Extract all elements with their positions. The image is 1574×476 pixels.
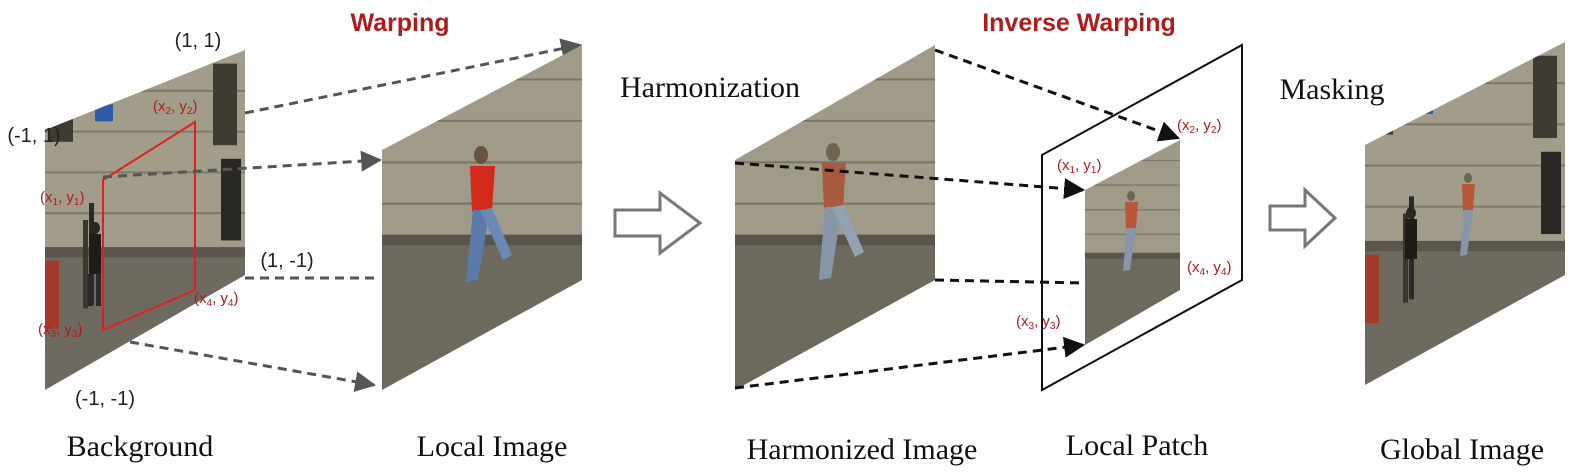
point-label-x3y3: (x3, y3) <box>38 321 82 340</box>
global-image-panel <box>1365 42 1565 385</box>
global-pedestrian-b-head <box>1406 207 1416 219</box>
hollow-right-arrow-icon <box>613 190 703 256</box>
local-patch-panel <box>1085 140 1180 345</box>
corner-label-top-right: (1, 1) <box>175 30 222 52</box>
patch-pedestrian-head <box>1127 191 1135 201</box>
global-pedestrian-shirt <box>1462 184 1475 211</box>
masking-step-label: Masking <box>1280 73 1385 106</box>
caption-harmonized-image: Harmonized Image <box>747 433 978 466</box>
harmonized-pedestrian-shirt <box>822 163 846 209</box>
harmonization-step-label: Harmonization <box>620 71 800 104</box>
point-label-x1y1: (x1, y1) <box>40 189 84 208</box>
background-panel <box>45 50 245 390</box>
caption-local-patch: Local Patch <box>1066 429 1208 462</box>
local-patch-frame <box>1041 43 1243 392</box>
harmonized-image-panel <box>735 45 935 390</box>
global-pedestrian-b-body <box>1405 219 1417 259</box>
pedestrian-a-leg <box>96 274 101 306</box>
corner-label-bottom-left: (-1, -1) <box>75 388 135 410</box>
warping-arrows <box>102 38 583 393</box>
hollow-right-arrow-icon <box>1268 186 1338 250</box>
pedestrian-head <box>474 146 488 164</box>
patch-point-label-x2y2: (x2, y2) <box>1177 117 1221 136</box>
point-label-x2y2: (x2, y2) <box>153 98 197 117</box>
warp-arrow-bottom <box>129 340 377 393</box>
inverse-warping-arrows <box>734 48 1180 390</box>
pedestrian-leg-right <box>480 208 512 260</box>
global-pedestrian-head <box>1464 173 1472 183</box>
pedestrian-a-head <box>90 222 100 234</box>
global-pedestrian-leg <box>1460 210 1473 256</box>
patch-point-label-x1y1: (x1, y1) <box>1057 157 1101 176</box>
point-label-x4y4: (x4, y4) <box>194 290 238 309</box>
harmonized-pedestrian-leg-right <box>832 205 864 257</box>
inverse-arrow-top <box>934 48 1180 142</box>
inverse-arrow-bottom <box>734 336 1086 390</box>
patch-point-label-x3y3: (x3, y3) <box>1016 313 1060 332</box>
caption-background: Background <box>67 430 214 463</box>
patch-pedestrian-shirt <box>1125 202 1138 229</box>
caption-local-image: Local Image <box>417 430 568 463</box>
pedestrian-a-leg <box>88 274 93 306</box>
inverse-arrow-lower <box>934 278 1086 285</box>
inverse-arrow-upper <box>734 161 1086 200</box>
pedestrian-leg-left <box>466 210 490 282</box>
patch-pedestrian-leg <box>1123 228 1136 271</box>
harmonized-pedestrian-leg-left <box>819 207 842 280</box>
caption-global-image: Global Image <box>1380 433 1544 466</box>
warping-heading: Warping <box>350 9 449 37</box>
warp-region-outline <box>102 120 196 332</box>
pedestrian-red-shirt <box>470 166 495 212</box>
warp-arrow-top <box>244 38 583 115</box>
pedestrian-a-body <box>89 234 101 274</box>
patch-point-label-x4y4: (x4, y4) <box>1187 259 1231 278</box>
warp-arrow-upper <box>102 150 383 179</box>
local-image-panel <box>382 45 582 390</box>
corner-label-bottom-right: (1, -1) <box>260 250 313 272</box>
corner-label-top-left: (-1, 1) <box>7 125 60 147</box>
inverse-warping-heading: Inverse Warping <box>982 9 1176 37</box>
harmonized-pedestrian-head <box>826 143 840 161</box>
